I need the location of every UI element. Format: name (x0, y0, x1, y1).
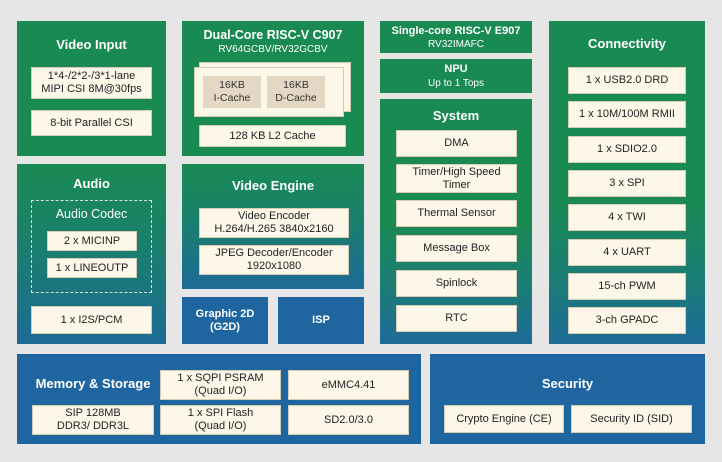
conn-item-twi: 4 x TWI (568, 204, 686, 231)
l2-cache-box: 128 KB L2 Cache (199, 125, 346, 147)
jpeg-codec-box: JPEG Decoder/Encoder 1920x1080 (199, 245, 349, 275)
npu-title: NPU (444, 63, 468, 75)
audio-title: Audio (73, 176, 110, 191)
audio-codec-title: Audio Codec (55, 207, 128, 221)
spi-flash-box: 1 x SPI Flash (Quad I/O) (160, 405, 281, 435)
conn-item-uart: 4 x UART (568, 239, 686, 266)
dcache-box: 16KB D-Cache (267, 76, 325, 108)
security-block: Security Crypto Engine (CE) Security ID … (430, 354, 705, 444)
cpu-subtitle: RV64GCBV/RV32GCBV (218, 44, 328, 55)
isp-title: ISP (312, 314, 330, 327)
i2s-box: 1 x I2S/PCM (31, 306, 152, 334)
conn-item-spi: 3 x SPI (568, 170, 686, 197)
g2d-title: Graphic 2D (G2D) (195, 307, 255, 333)
system-item-timer: Timer/High Speed Timer (396, 164, 517, 193)
video-engine-title: Video Engine (231, 178, 315, 193)
system-item-spinlock: Spinlock (396, 270, 517, 297)
conn-item-gpadc: 3-ch GPADC (568, 307, 686, 334)
conn-item-pwm: 15-ch PWM (568, 273, 686, 300)
system-item-thermal: Thermal Sensor (396, 200, 517, 227)
sd-box: SD2.0/3.0 (288, 405, 409, 435)
icache-box: 16KB I-Cache (203, 76, 261, 108)
conn-item-usb: 1 x USB2.0 DRD (568, 67, 686, 94)
g2d-block: Graphic 2D (G2D) (182, 297, 268, 344)
e907-title: Single-core RISC-V E907 (391, 25, 521, 37)
video-input-title: Video Input (56, 37, 127, 52)
audio-block: Audio Audio Codec 2 x MICINP 1 x LINEOUT… (17, 164, 166, 344)
conn-item-rmii: 1 x 10M/100M RMII (568, 101, 686, 128)
memory-title: Memory & Storage (35, 376, 151, 391)
micinp-box: 2 x MICINP (47, 231, 137, 251)
parallel-csi-box: 8-bit Parallel CSI (31, 110, 152, 136)
video-engine-block: Video Engine Video Encoder H.264/H.265 3… (182, 164, 364, 289)
conn-item-sdio: 1 x SDIO2.0 (568, 136, 686, 163)
security-id-box: Security ID (SID) (571, 405, 692, 433)
security-title: Security (541, 376, 594, 391)
system-item-rtc: RTC (396, 305, 517, 332)
psram-box: 1 x SQPI PSRAM (Quad I/O) (160, 370, 281, 400)
cpu-title: Dual-Core RISC-V C907 (203, 28, 343, 42)
sip-ddr-box: SIP 128MB DDR3/ DDR3L (32, 405, 154, 435)
system-item-dma: DMA (396, 130, 517, 157)
system-block: System DMA Timer/High Speed Timer Therma… (380, 99, 532, 344)
system-title: System (432, 108, 480, 123)
system-item-message-box: Message Box (396, 235, 517, 262)
e907-subtitle: RV32IMAFC (428, 39, 484, 50)
cpu-block: Dual-Core RISC-V C907 RV64GCBV/RV32GCBV … (182, 21, 364, 156)
npu-subtitle: Up to 1 Tops (428, 78, 484, 89)
connectivity-title: Connectivity (587, 36, 666, 51)
audio-codec-group (31, 200, 152, 293)
lineoutp-box: 1 x LINEOUTP (47, 258, 137, 278)
video-input-block: Video Input 1*4-/2*2-/3*1-lane MIPI CSI … (17, 21, 166, 156)
crypto-engine-box: Crypto Engine (CE) (444, 405, 564, 433)
memory-storage-block: Memory & Storage SIP 128MB DDR3/ DDR3L 1… (17, 354, 421, 444)
isp-block: ISP (278, 297, 364, 344)
connectivity-block: Connectivity 1 x USB2.0 DRD 1 x 10M/100M… (549, 21, 705, 344)
video-encoder-box: Video Encoder H.264/H.265 3840x2160 (199, 208, 349, 238)
e907-block: Single-core RISC-V E907 RV32IMAFC (380, 21, 532, 53)
mipi-csi-box: 1*4-/2*2-/3*1-lane MIPI CSI 8M@30fps (31, 67, 152, 99)
npu-block: NPU Up to 1 Tops (380, 59, 532, 93)
emmc-box: eMMC4.41 (288, 370, 409, 400)
